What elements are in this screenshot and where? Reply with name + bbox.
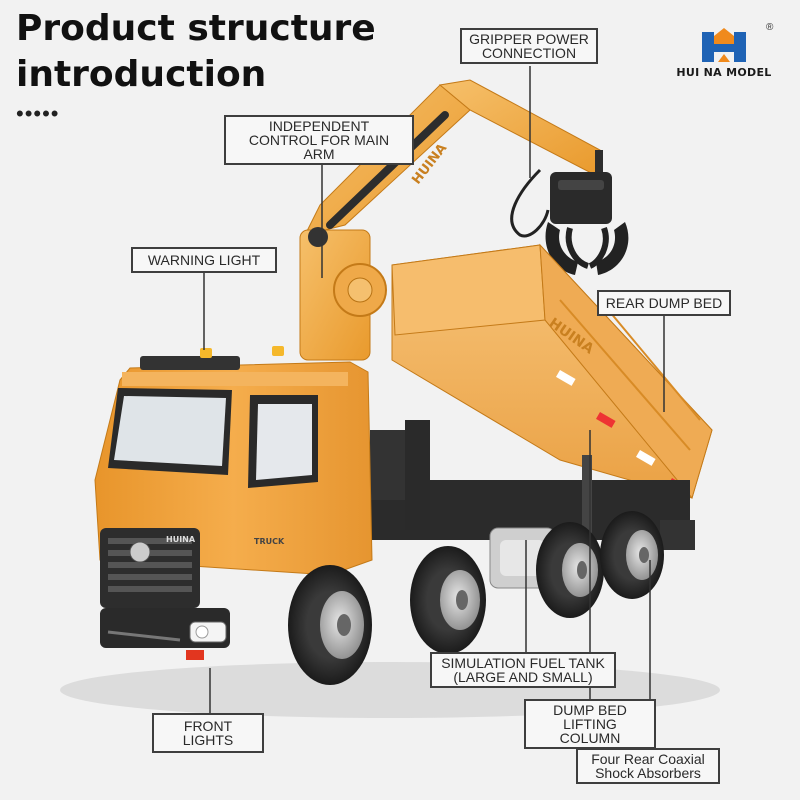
wheels <box>288 511 664 685</box>
brand-name: HUI NA MODEL <box>676 66 772 79</box>
page-title: Product structure introduction <box>16 6 376 98</box>
svg-text:TRUCK: TRUCK <box>254 537 285 546</box>
huina-h-logo-icon <box>702 28 746 62</box>
brand-logo: HUI NA MODEL ® <box>668 22 780 79</box>
label-warning-light: WARNING LIGHT <box>131 247 277 273</box>
registered-mark: ® <box>766 22 774 33</box>
title-dots: ••••• <box>16 101 60 126</box>
svg-text:HUINA: HUINA <box>166 535 196 544</box>
dump-bed: HUINA <box>391 243 713 500</box>
label-rear-dump-bed: REAR DUMP BED <box>597 290 731 316</box>
cab: HUINA TRUCK <box>94 346 373 660</box>
label-rear-shock-absorbers: Four Rear Coaxial Shock Absorbers <box>576 748 720 784</box>
label-simulation-fuel-tank: SIMULATION FUEL TANK (LARGE AND SMALL) <box>430 652 616 688</box>
gripper <box>545 172 629 275</box>
label-independent-control-main-arm: INDEPENDENT CONTROL FOR MAIN ARM <box>224 115 414 165</box>
label-gripper-power-connection: GRIPPER POWER CONNECTION <box>460 28 598 64</box>
title-line-1: Product structure <box>16 8 376 49</box>
label-dump-bed-lifting-column: DUMP BED LIFTING COLUMN <box>524 699 656 749</box>
label-front-lights: FRONT LIGHTS <box>152 713 264 753</box>
title-line-2: introduction <box>16 54 267 95</box>
